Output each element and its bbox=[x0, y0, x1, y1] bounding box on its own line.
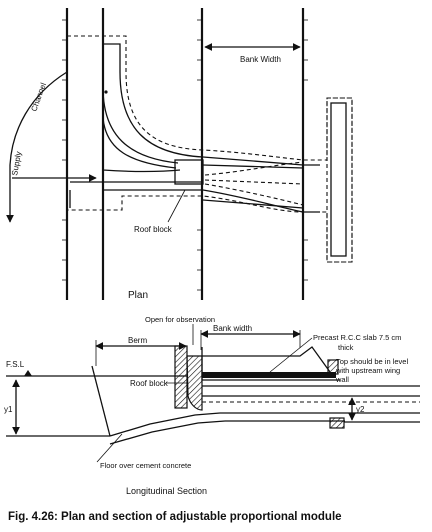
bank-top-outline bbox=[201, 346, 331, 373]
slab-label-line2: thick bbox=[338, 343, 354, 352]
expansion-dashed-mid bbox=[204, 179, 304, 185]
supply-label: Supply bbox=[10, 151, 23, 177]
glacis-floor bbox=[109, 412, 221, 437]
bank-line-ticks bbox=[197, 19, 308, 291]
floor-label: Floor over cement concrete bbox=[100, 461, 191, 470]
berm-label: Berm bbox=[128, 336, 147, 345]
roof-block-pointer bbox=[167, 189, 186, 223]
section-view: Open for observation Berm Bank width Pre… bbox=[4, 315, 420, 496]
downstream-wall bbox=[327, 359, 339, 375]
slab-label-line1: Precast R.C.C slab 7.5 cm bbox=[313, 333, 401, 342]
roof-block-label-plan: Roof block bbox=[134, 225, 173, 234]
module-wall-inner bbox=[102, 50, 181, 173]
end-sill bbox=[329, 417, 345, 429]
y1-label: y1 bbox=[4, 405, 13, 414]
top-note-line2: with upstream wing bbox=[335, 366, 400, 375]
slab-pointer bbox=[269, 337, 313, 373]
module-wall-lower bbox=[103, 189, 320, 213]
channel-label: Channel bbox=[29, 81, 48, 112]
upstream-wall bbox=[174, 345, 188, 409]
outlet-wing-wall-outer bbox=[326, 97, 353, 263]
expansion-dashed-lower bbox=[204, 183, 304, 206]
roof-block-section bbox=[186, 355, 203, 411]
plan-view: Bank Width Channel Supply Roof block Pla… bbox=[6, 8, 353, 301]
floor-pointer bbox=[96, 433, 123, 463]
roof-block-label-section: Roof block bbox=[130, 379, 169, 388]
fsl-marker bbox=[24, 370, 32, 376]
open-for-observation-label: Open for observation bbox=[145, 315, 215, 324]
upstream-embankment bbox=[91, 365, 111, 437]
fsl-label: F.S.L bbox=[6, 360, 25, 369]
channel-bank-left-ticks bbox=[62, 19, 67, 281]
top-note-line1: Top should be in level bbox=[336, 357, 408, 366]
slab-shoulder bbox=[201, 356, 340, 381]
section-label: Longitudinal Section bbox=[126, 486, 207, 496]
throat-line-upper bbox=[202, 164, 304, 169]
plan-marker-dot bbox=[104, 90, 108, 94]
rcc-slab bbox=[202, 372, 336, 378]
glacis-floor-under bbox=[109, 420, 226, 445]
module-outline-dashed bbox=[67, 35, 353, 263]
module-wall-outer bbox=[103, 43, 320, 166]
bank-width-label: Bank Width bbox=[240, 55, 281, 64]
outlet-wing-wall bbox=[330, 102, 347, 257]
roof-block-plan bbox=[174, 159, 204, 185]
supply-curve bbox=[9, 71, 68, 166]
expansion-dashed-upper bbox=[204, 161, 304, 176]
figure-caption: Fig. 4.26: Plan and section of adjustabl… bbox=[8, 511, 342, 523]
top-note-line3: wall bbox=[335, 375, 349, 384]
section-bank-width-label: Bank width bbox=[213, 324, 252, 333]
module-flow-line-1 bbox=[102, 89, 179, 164]
y2-label: y2 bbox=[356, 405, 365, 414]
plan-label: Plan bbox=[128, 290, 148, 301]
module-flow-line-2 bbox=[102, 117, 177, 169]
throat-line-lower bbox=[202, 199, 304, 209]
